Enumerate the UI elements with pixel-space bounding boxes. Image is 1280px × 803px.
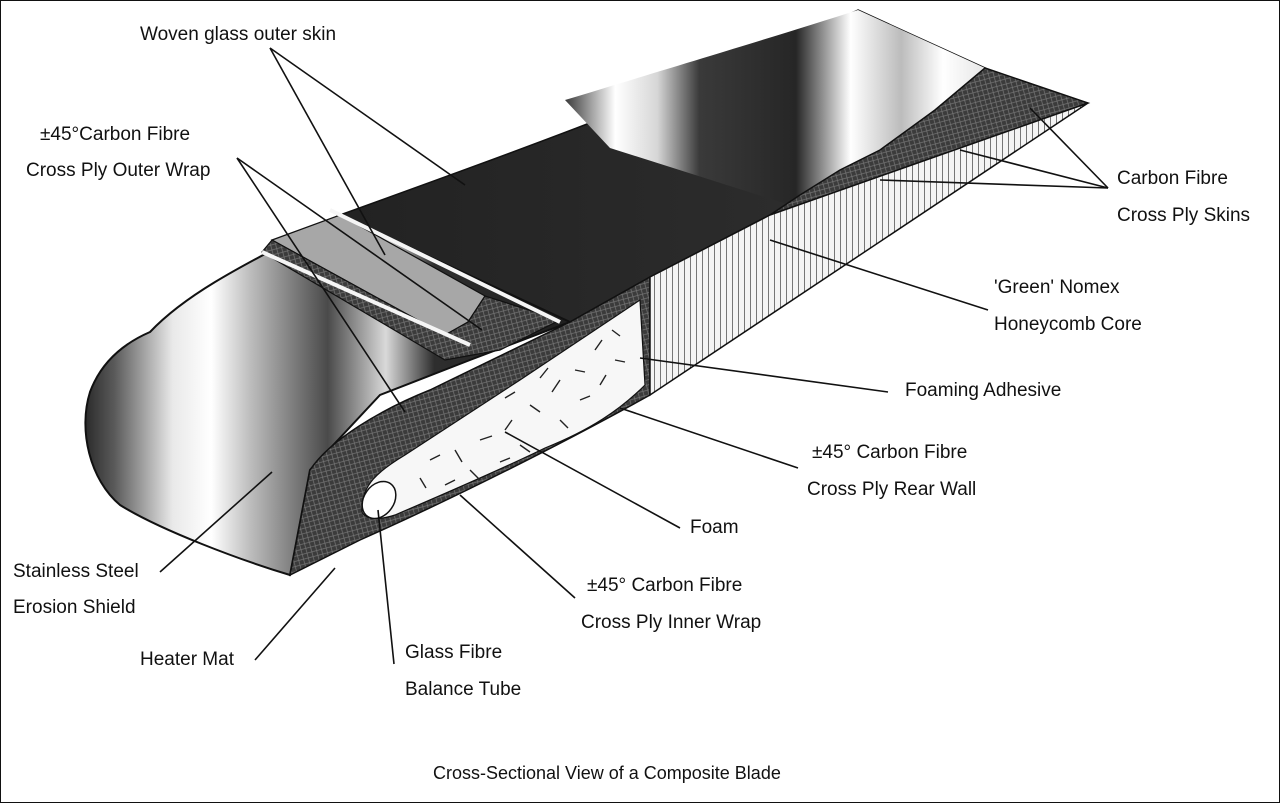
strip-edge-line: [261, 250, 471, 347]
leader-lines: [159, 47, 1109, 665]
top-skin-metallic: [565, 10, 985, 205]
foam-core: [361, 298, 646, 519]
label-balance-line1: Glass Fibre: [405, 642, 503, 663]
label-erosion-line1: Stainless Steel: [13, 561, 139, 582]
honeycomb-core: [649, 102, 1089, 397]
foam-texture: [419, 329, 626, 489]
balance-tube: [361, 480, 397, 520]
label-nomex-line1: 'Green' Nomex: [994, 277, 1120, 298]
figure-caption: Cross-Sectional View of a Composite Blad…: [433, 763, 781, 783]
label-inner-wrap-line1: ±45° Carbon Fibre: [587, 575, 743, 596]
label-outer-wrap-line1: ±45°Carbon Fibre: [40, 124, 191, 145]
label-foaming-adhesive: Foaming Adhesive: [905, 380, 1062, 401]
label-heater-mat: Heater Mat: [140, 649, 234, 670]
label-rear-wall-line1: ±45° Carbon Fibre: [812, 442, 968, 463]
label-nomex-line2: Honeycomb Core: [994, 314, 1142, 335]
label-outer-wrap-line2: Cross Ply Outer Wrap: [26, 160, 211, 181]
label-cf-skins-line1: Carbon Fibre: [1117, 168, 1228, 189]
label-balance-line2: Balance Tube: [405, 679, 522, 700]
label-woven-glass-outer-skin: Woven glass outer skin: [140, 24, 337, 45]
label-inner-wrap-line2: Cross Ply Inner Wrap: [581, 612, 762, 633]
outer-wrap-strip: [261, 239, 562, 361]
label-cf-skins-line2: Cross Ply Skins: [1117, 205, 1251, 226]
label-foam: Foam: [690, 517, 739, 538]
label-rear-wall-line2: Cross Ply Rear Wall: [807, 479, 977, 500]
label-erosion-line2: Erosion Shield: [13, 597, 136, 618]
